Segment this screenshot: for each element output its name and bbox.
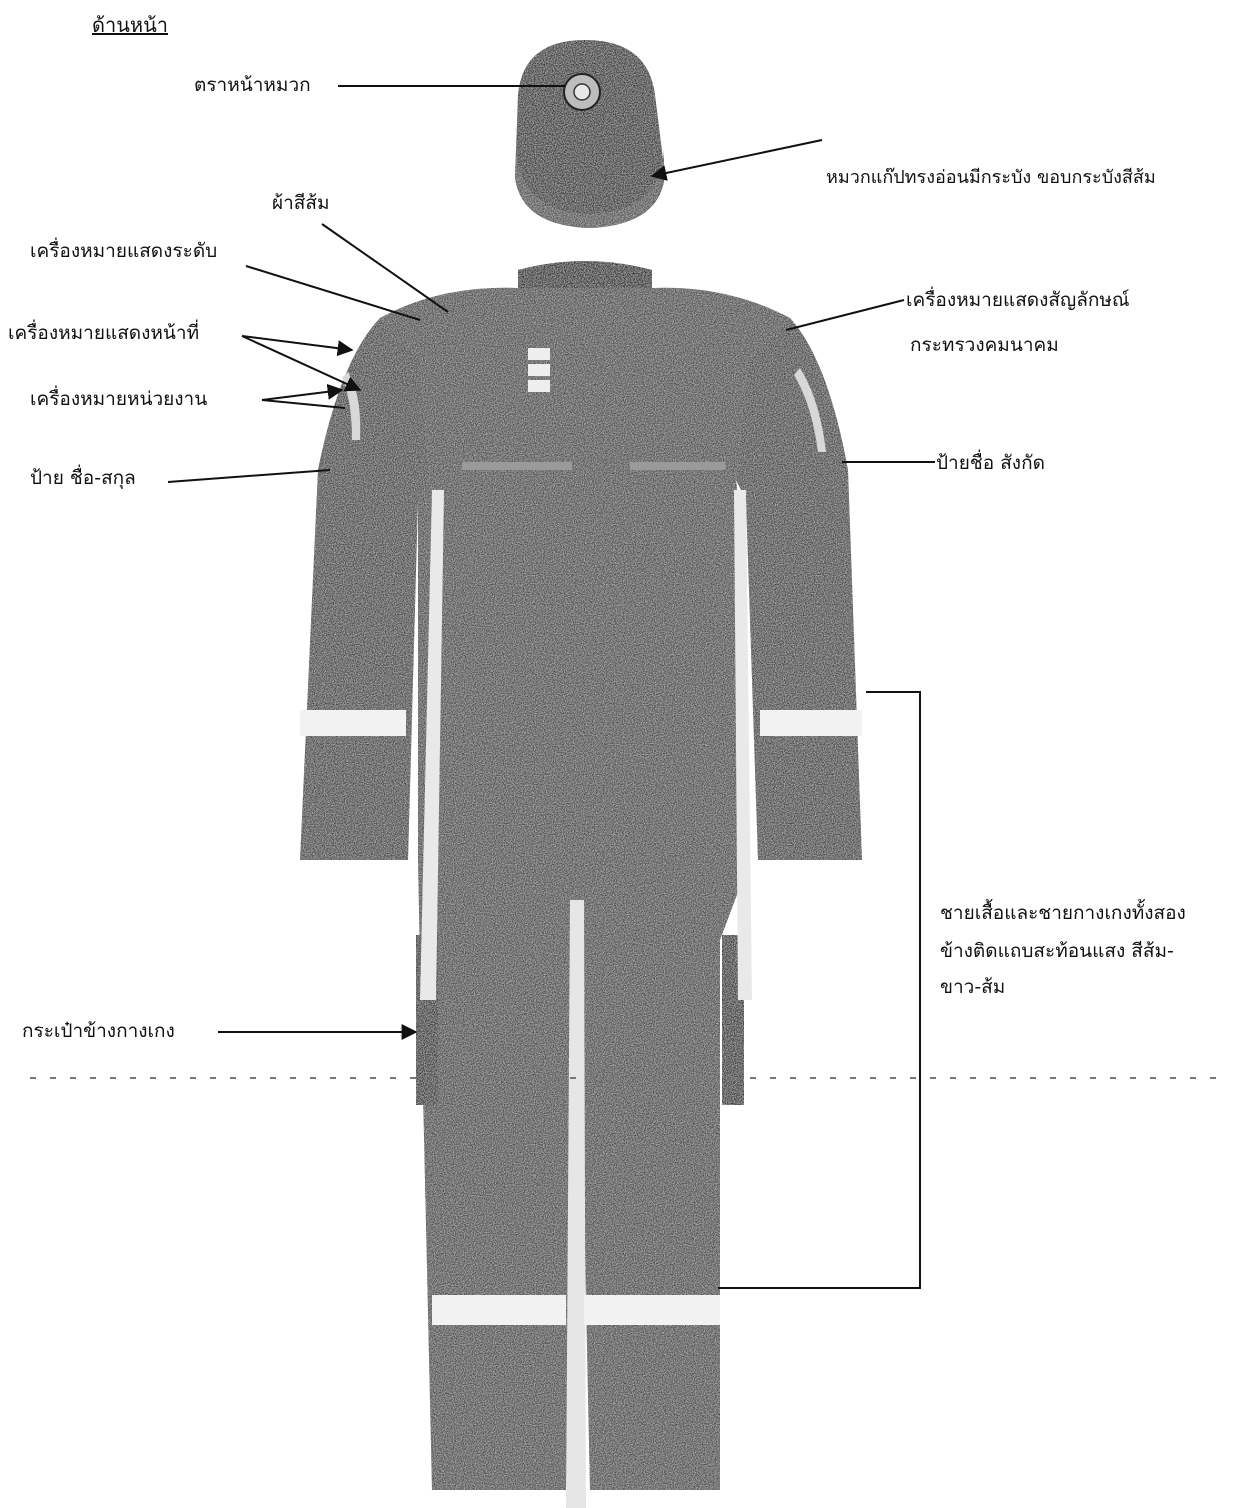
name-tag-mark: [462, 462, 572, 470]
label-reflective-line3: ขาว-ส้ม: [940, 972, 1005, 1002]
affiliation-tag-mark: [630, 462, 725, 470]
label-name-tag: ป้าย ชื่อ-สกุล: [30, 463, 136, 493]
ministry-emblem-leader: [786, 300, 904, 330]
name-tag-leader: [168, 470, 330, 482]
label-cap: หมวกแก๊ปทรงอ่อนมีกระบัง ขอบกระบังสีส้ม: [826, 163, 1156, 193]
cap: [515, 40, 665, 228]
label-unit-insignia: เครื่องหมายหน่วยงาน: [30, 384, 207, 414]
right-sleeve: [736, 318, 862, 860]
cap-leader: [652, 140, 822, 176]
unit-insignia-leader-1: [262, 390, 342, 400]
label-rank-insignia: เครื่องหมายแสดงระดับ: [30, 236, 217, 266]
label-duty-insignia: เครื่องหมายแสดงหน้าที่: [8, 318, 199, 348]
label-ministry-emblem-line2: กระทรวงคมนาคม: [910, 330, 1059, 360]
label-reflective-line2: ข้างติดแถบสะท้อนแสง สีส้ม-: [940, 936, 1174, 966]
label-reflective-line1: ชายเสื้อและชายกางเกงทั้งสอง: [940, 898, 1186, 928]
label-cap-badge: ตราหน้าหมวก: [194, 70, 311, 100]
label-orange-cloth: ผ้าสีส้ม: [272, 188, 330, 218]
unit-insignia-leader-2: [262, 400, 345, 408]
left-leg-reflective-strip: [432, 1295, 566, 1325]
rank-insignia-mark: [528, 348, 550, 360]
label-affiliation-tag: ป้ายชื่อ สังกัด: [936, 448, 1045, 478]
left-sleeve: [300, 318, 430, 860]
right-leg-reflective-strip: [584, 1295, 720, 1325]
right-sleeve-reflective-strip: [760, 710, 862, 736]
left-sleeve-reflective-strip: [300, 710, 406, 736]
orange-cloth-leader: [322, 224, 448, 312]
label-side-pocket: กระเป๋าข้างกางเกง: [22, 1016, 175, 1046]
label-ministry-emblem-line1: เครื่องหมายแสดงสัญลักษณ์: [906, 285, 1130, 315]
